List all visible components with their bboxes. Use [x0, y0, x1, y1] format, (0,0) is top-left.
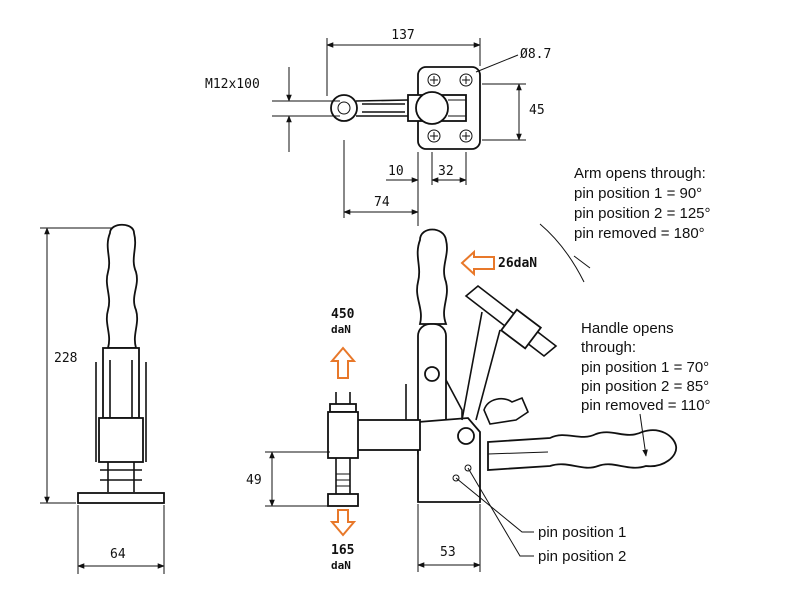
pin-position-1-label: pin position 1	[538, 524, 626, 541]
spindle-block-front	[98, 417, 144, 463]
pin-hole-1	[452, 474, 460, 482]
left-arrow-icon	[460, 249, 495, 277]
release-force-value: 165	[331, 543, 354, 558]
hold-force-value: 450	[331, 307, 355, 322]
arm-note: Arm opens through: pin position 1 = 90° …	[539, 165, 711, 283]
handle-note-line1: Handle opens	[581, 320, 674, 337]
hold-force-unit: daN	[331, 323, 351, 336]
top-view: 137 Ø8.7 M12x100 45 10 32 74	[205, 28, 551, 226]
open-handle-link	[483, 396, 529, 425]
handle-grip-side	[416, 228, 448, 325]
handle-note-line3: pin position 1 = 70°	[581, 359, 709, 376]
down-arrow-icon	[329, 509, 357, 537]
handle-note-line5: pin removed = 110°	[581, 397, 711, 414]
dim-thread: M12x100	[205, 77, 260, 92]
dim-45: 45	[529, 103, 545, 118]
arm-note-line2: pin position 1 = 90°	[574, 185, 702, 202]
arm-side	[349, 419, 421, 451]
spindle-block	[327, 411, 359, 459]
spindle-eye	[330, 94, 358, 122]
base-front	[77, 492, 165, 504]
dim-74: 74	[374, 195, 390, 210]
arm-note-line3: pin position 2 = 125°	[574, 205, 711, 222]
dim-228: 228	[54, 351, 77, 366]
pin-labels: pin position 1 pin position 2	[455, 467, 626, 565]
dim-hole-diameter: Ø8.7	[520, 47, 551, 62]
pin-hole-2	[464, 464, 472, 472]
spindle-nut-bottom	[327, 493, 359, 507]
open-arm-block	[499, 308, 543, 350]
force-annotations: 450 daN 165 daN 26daN	[329, 249, 537, 572]
bracket-pivot	[457, 427, 475, 445]
spindle-nut-top	[329, 403, 357, 413]
handle-grip-front	[105, 223, 139, 349]
handle-note-line4: pin position 2 = 85°	[581, 378, 709, 395]
release-force-unit: daN	[331, 559, 351, 572]
handle-force: 26daN	[498, 256, 537, 271]
dim-10: 10	[388, 164, 404, 179]
front-view: 228 64	[40, 223, 165, 574]
arm-bar	[355, 99, 409, 117]
open-handle-grip	[487, 429, 677, 471]
dim-32: 32	[438, 164, 454, 179]
handle-pivot-1	[424, 366, 440, 382]
handle-body-front	[102, 347, 140, 419]
dim-49: 49	[246, 473, 262, 488]
spindle-eye-hole	[337, 101, 351, 115]
arm-note-line1: Arm opens through:	[574, 165, 706, 182]
hub-circle	[415, 91, 449, 125]
handle-note: Handle opens through: pin position 1 = 7…	[581, 320, 711, 457]
up-arrow-icon	[329, 346, 357, 379]
arm-bar-inner	[362, 103, 405, 113]
mount-hole-1	[427, 73, 441, 87]
dim-137: 137	[391, 28, 414, 43]
dim-53: 53	[440, 545, 456, 560]
side-view: 49 53	[246, 228, 677, 572]
pin-position-2-label: pin position 2	[538, 548, 626, 565]
handle-note-line2: through:	[581, 339, 636, 356]
dim-64: 64	[110, 547, 126, 562]
mount-hole-4	[459, 129, 473, 143]
mount-hole-2	[459, 73, 473, 87]
arm-note-line4: pin removed = 180°	[574, 225, 705, 242]
mount-hole-3	[427, 129, 441, 143]
